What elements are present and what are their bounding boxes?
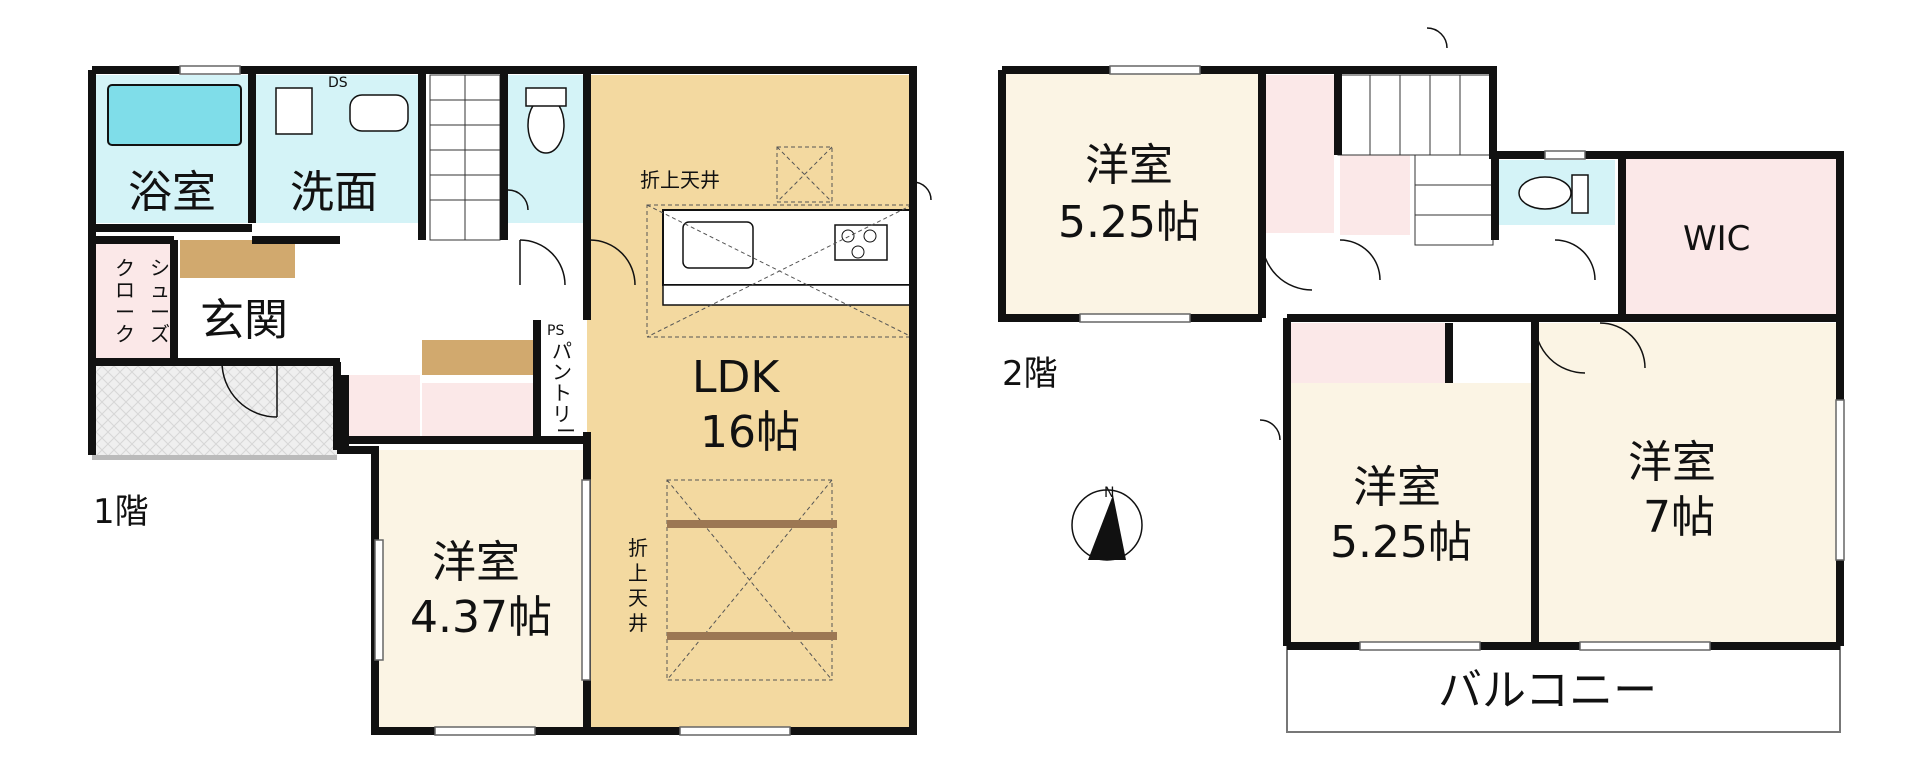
floor-2-label: 2階 bbox=[1002, 354, 1058, 394]
balcony-label: バルコニー bbox=[1438, 665, 1657, 716]
compass-north-label: N bbox=[1104, 485, 1114, 501]
svg-text:パ: パ bbox=[552, 339, 572, 363]
pantry-label: パ ン ト リ ー bbox=[552, 339, 576, 443]
svg-text:ロ: ロ bbox=[115, 278, 135, 302]
western-1f-size: 4.37帖 bbox=[410, 592, 552, 643]
raised-ceiling-bottom bbox=[666, 479, 833, 681]
balcony-floor bbox=[1286, 645, 1841, 733]
ldk-size-label: 16帖 bbox=[700, 407, 800, 458]
western-1f-name: 洋室 bbox=[432, 537, 520, 588]
shoe-cloak-floor bbox=[92, 240, 174, 362]
washroom-label: 洗面 bbox=[290, 167, 378, 218]
western-a-name: 洋室 bbox=[1085, 140, 1173, 191]
washing-machine bbox=[275, 87, 313, 135]
svg-text:ュ: ュ bbox=[150, 278, 170, 302]
western-c-size: 7帖 bbox=[1643, 492, 1715, 543]
svg-text:シ: シ bbox=[150, 256, 170, 280]
svg-text:井: 井 bbox=[628, 611, 648, 635]
kitchen-counter bbox=[662, 209, 914, 306]
ldk-floor bbox=[587, 75, 913, 727]
closet-floor bbox=[345, 375, 420, 440]
svg-text:リ: リ bbox=[552, 402, 572, 426]
bathtub bbox=[107, 84, 242, 146]
floor-1-label: 1階 bbox=[93, 492, 149, 532]
wic-floor bbox=[1622, 152, 1840, 314]
hall-step bbox=[422, 340, 540, 375]
ceiling-side-label: 折 上 天 井 bbox=[628, 536, 648, 635]
ceiling-top-label: 折上天井 bbox=[640, 168, 720, 192]
svg-text:ー: ー bbox=[556, 419, 576, 443]
western-a-floor bbox=[1002, 70, 1262, 315]
ps-pantry bbox=[537, 320, 587, 432]
skylight bbox=[776, 146, 833, 203]
closet-2f-c bbox=[1287, 323, 1449, 383]
svg-text:ー: ー bbox=[115, 300, 135, 324]
bath-label: 浴室 bbox=[128, 167, 216, 218]
wash-basin bbox=[349, 94, 409, 132]
svg-text:折: 折 bbox=[628, 536, 648, 560]
stairs-1f bbox=[429, 74, 501, 241]
entrance-label: 玄関 bbox=[200, 295, 288, 346]
toilet-2f bbox=[1518, 176, 1572, 210]
svg-text:ズ: ズ bbox=[150, 322, 170, 346]
svg-text:上: 上 bbox=[628, 561, 648, 585]
ps-label: PS bbox=[547, 323, 564, 339]
second-floor bbox=[998, 27, 1845, 733]
svg-text:天: 天 bbox=[628, 586, 648, 610]
closet-2f-b bbox=[1340, 155, 1410, 235]
western-c-name: 洋室 bbox=[1628, 437, 1716, 488]
svg-text:ン: ン bbox=[552, 360, 572, 384]
svg-text:ク: ク bbox=[115, 322, 135, 346]
compass-icon bbox=[1071, 489, 1143, 561]
walls-2f bbox=[998, 66, 1844, 650]
western-b-size: 5.25帖 bbox=[1330, 517, 1472, 568]
closet-floor-2 bbox=[422, 383, 537, 441]
western-b-floor bbox=[1287, 383, 1535, 646]
windows-1f bbox=[179, 65, 791, 736]
western-b-name: 洋室 bbox=[1353, 462, 1441, 513]
porch-edge bbox=[92, 455, 337, 460]
svg-text:ク: ク bbox=[115, 256, 135, 280]
toilet-tank-1f bbox=[525, 87, 567, 107]
svg-text:ト: ト bbox=[552, 381, 572, 405]
wic-label: WIC bbox=[1683, 219, 1750, 259]
beam-1 bbox=[667, 520, 837, 528]
shoe-cloak-label: シ ュ ー ズ ク ロ ー ク bbox=[115, 256, 170, 346]
western-c-floor bbox=[1535, 323, 1840, 646]
closet-2f-a bbox=[1262, 75, 1334, 233]
stairs-2f bbox=[1337, 74, 1494, 246]
western-a-size: 5.25帖 bbox=[1058, 197, 1200, 248]
beam-2 bbox=[667, 632, 837, 640]
entrance-step bbox=[180, 240, 295, 278]
entrance-porch-floor bbox=[92, 362, 337, 455]
ldk-name-label: LDK bbox=[692, 352, 780, 403]
ds-label: DS bbox=[328, 75, 348, 91]
first-floor bbox=[88, 65, 932, 736]
windows-2f bbox=[1079, 65, 1845, 651]
western-room-floor bbox=[375, 450, 587, 727]
svg-text:ー: ー bbox=[150, 300, 170, 324]
